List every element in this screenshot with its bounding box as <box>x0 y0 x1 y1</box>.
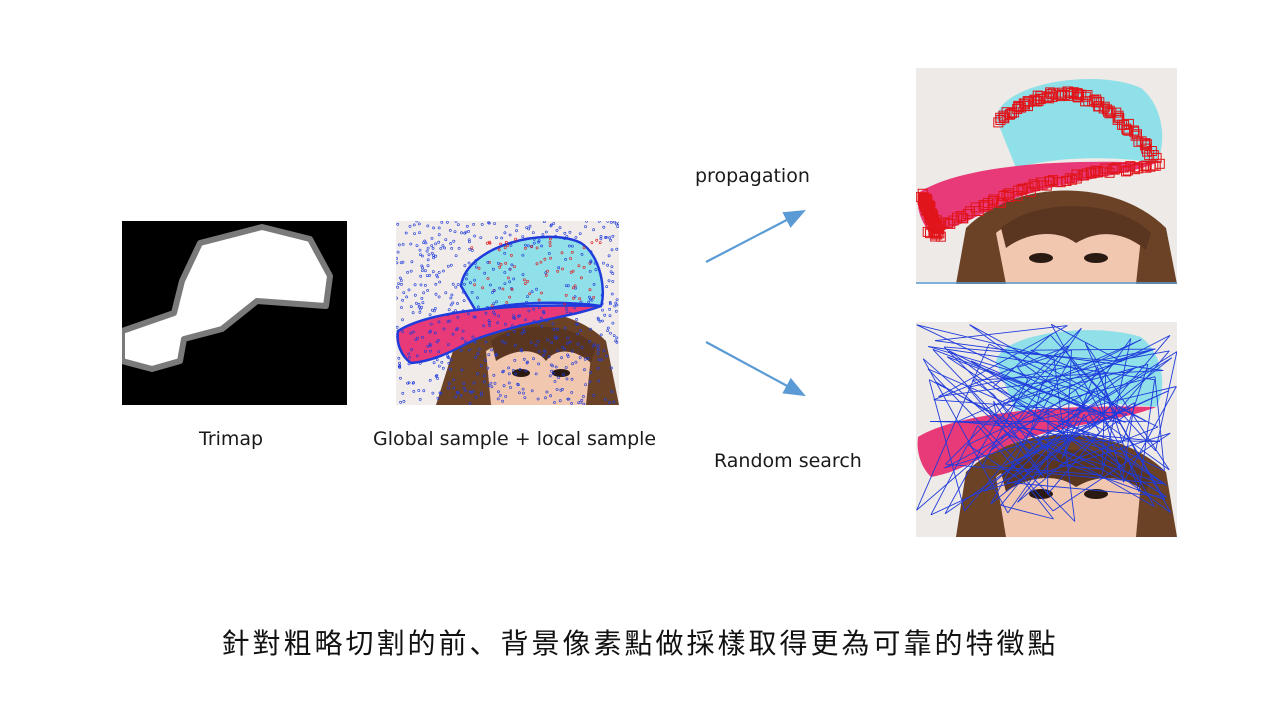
global-local-sample-image <box>396 221 619 405</box>
propagation-label: propagation <box>695 165 810 187</box>
trimap-label: Trimap <box>199 428 264 450</box>
global-local-sample-label: Global sample + local sample <box>373 428 657 450</box>
slide-caption: 針對粗略切割的前、背景像素點做採樣取得更為可靠的特徵點 <box>221 627 1059 660</box>
random-search-image <box>916 322 1177 537</box>
random-search-label: Random search <box>714 450 862 472</box>
arrow-to-random-search <box>705 341 806 397</box>
propagation-image <box>916 68 1177 284</box>
trimap-image <box>122 221 347 405</box>
arrow-to-propagation <box>705 209 806 263</box>
